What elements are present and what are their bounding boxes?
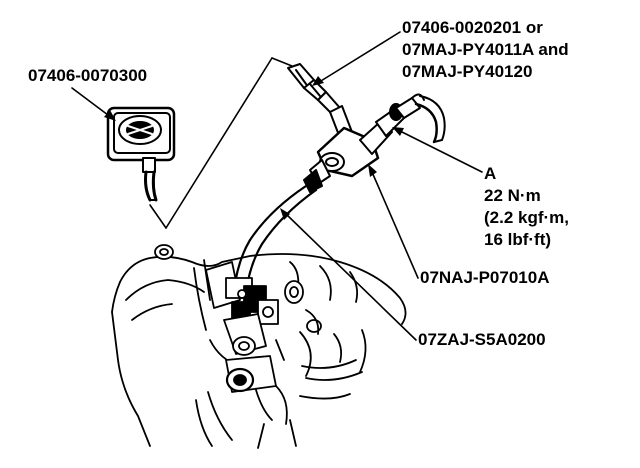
point-a-torque-lbf: 16 lbf·ft) <box>484 230 552 249</box>
gauge-hose-tool-label-line3: 07MAJ-PY40120 <box>402 62 533 81</box>
gauge-hose-fitting <box>287 63 341 115</box>
point-a-torque-kgf: (2.2 kgf·m, <box>484 208 570 227</box>
t-adapter-fitting <box>303 93 446 193</box>
connection-v-lines <box>149 57 293 229</box>
pressure-gauge-icon <box>106 106 176 202</box>
point-a-letter: A <box>484 164 497 183</box>
point-a-torque-nm: 22 N·m <box>484 186 541 205</box>
leader-lines <box>71 31 483 341</box>
gauge-tool-label: 07406-0070300 <box>28 66 148 85</box>
hose-adapter-tool-label: 07ZAJ-S5A0200 <box>418 330 546 349</box>
gauge-hose-tool-label-line1: 07406-0020201 or <box>402 18 543 37</box>
gauge-hose-tool-label-line2: 07MAJ-PY4011A and <box>402 40 569 59</box>
transmission-housing <box>111 244 407 449</box>
pressure-hose <box>232 184 318 294</box>
t-adapter-tool-label: 07NAJ-P07010A <box>420 268 550 287</box>
